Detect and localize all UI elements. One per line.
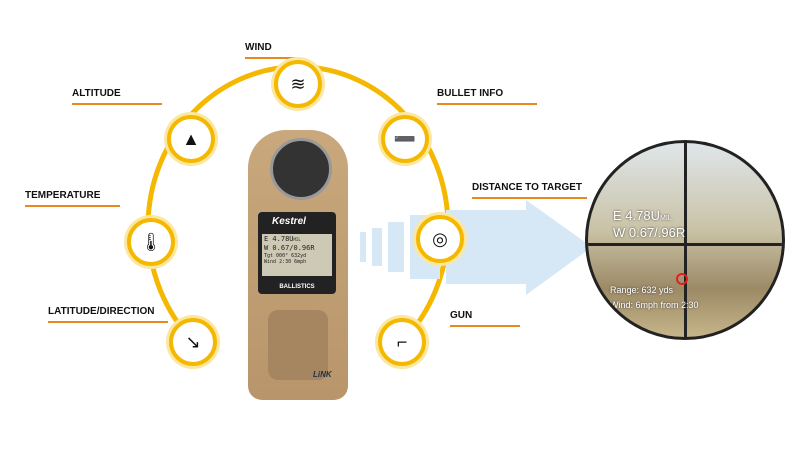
thermometer-icon: 🌡 bbox=[127, 218, 175, 266]
wind-icon: ≋ bbox=[274, 60, 322, 108]
target-icon: ◎ bbox=[416, 215, 464, 263]
mode-label: BALLISTICS bbox=[279, 284, 315, 290]
lcd-display: E 4.78UMIL W 0.67/0.96R Tgt 000° 632yd W… bbox=[262, 234, 332, 276]
crosshair-vertical bbox=[684, 143, 687, 337]
label-wind: WIND bbox=[245, 42, 295, 59]
lcd-range: 632yd bbox=[291, 253, 307, 259]
arrow-graphic bbox=[360, 200, 592, 295]
label-temperature: TEMPERATURE bbox=[25, 190, 120, 207]
label-latitude-direction: LATITUDE/DIRECTION bbox=[48, 306, 168, 323]
scope-windage: W 0.67/.96R bbox=[613, 225, 686, 240]
compass-arrow-icon: ↘ bbox=[169, 318, 217, 366]
impeller-icon bbox=[270, 138, 332, 200]
bullet-icon: ➖ bbox=[381, 115, 429, 163]
lcd-wind: Wind bbox=[264, 259, 277, 265]
lcd-wind-speed: 6mph bbox=[294, 259, 307, 265]
scope-view: E 4.78UMIL W 0.67/.96R Range: 632 yds Wi… bbox=[585, 140, 785, 340]
lcd-unit: MIL bbox=[293, 237, 301, 242]
scope-wind-info: Wind: 6mph from 2:30 bbox=[610, 300, 699, 310]
label-distance-to-target: DISTANCE TO TARGET bbox=[472, 182, 587, 199]
mountain-icon: ▲ bbox=[167, 115, 215, 163]
scope-range: Range: 632 yds bbox=[610, 285, 674, 295]
crosshair-horizontal bbox=[588, 243, 782, 246]
aim-point-icon bbox=[676, 273, 688, 285]
lcd-elevation: E 4.78U bbox=[264, 235, 294, 243]
lcd-wind-dir: 2:30 bbox=[279, 259, 292, 265]
lcd-tgt: Tgt bbox=[264, 253, 274, 259]
lcd-windage: W 0.67/0.96R bbox=[264, 244, 315, 252]
scope-elevation: E 4.78UMIL bbox=[613, 208, 672, 223]
link-badge: LiNK bbox=[313, 370, 332, 379]
lcd-angle: 000° bbox=[276, 253, 289, 259]
label-gun: GUN bbox=[450, 310, 520, 327]
label-altitude: ALTITUDE bbox=[72, 88, 162, 105]
device-screen: Kestrel E 4.78UMIL W 0.67/0.96R Tgt 000°… bbox=[258, 212, 336, 294]
rifle-icon: ⌐ bbox=[378, 318, 426, 366]
keypad[interactable] bbox=[268, 310, 328, 380]
label-bullet-info: BULLET INFO bbox=[437, 88, 537, 105]
brand-logo: Kestrel bbox=[272, 216, 306, 227]
